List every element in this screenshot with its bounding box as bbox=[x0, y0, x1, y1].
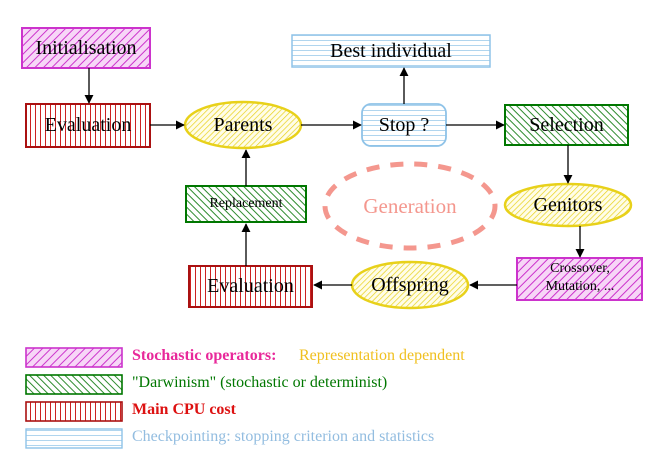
label-generation: Generation bbox=[363, 193, 457, 218]
node-crossover-mutation[interactable] bbox=[516, 257, 643, 301]
legend-label-stochastic-operators: Stochastic operators: bbox=[132, 347, 277, 364]
node-replacement[interactable] bbox=[185, 185, 307, 223]
node-genitors[interactable] bbox=[503, 182, 633, 228]
blue-horizontal-swatch bbox=[25, 428, 123, 449]
node-offspring[interactable] bbox=[350, 260, 470, 310]
node-selection[interactable] bbox=[504, 104, 629, 146]
red-vertical-swatch bbox=[25, 401, 123, 422]
magenta-diagonal-swatch bbox=[25, 347, 123, 368]
node-parents[interactable] bbox=[183, 100, 303, 150]
legend-label-darwinism: "Darwinism" (stochastic or determinist) bbox=[132, 374, 388, 391]
node-best-individual[interactable] bbox=[291, 34, 491, 68]
node-generation bbox=[322, 161, 498, 251]
legend-label-representation-dependent: Representation dependent bbox=[299, 347, 465, 364]
green-diagonal-swatch bbox=[25, 374, 123, 395]
legend-label-main-cpu-cost: Main CPU cost bbox=[132, 401, 236, 418]
node-evaluation-bottom[interactable] bbox=[188, 265, 313, 308]
node-initialisation[interactable] bbox=[21, 27, 151, 69]
node-stop[interactable] bbox=[361, 103, 447, 147]
legend-label-checkpointing: Checkpointing: stopping criterion and st… bbox=[132, 428, 435, 445]
node-evaluation-top[interactable] bbox=[25, 103, 151, 148]
